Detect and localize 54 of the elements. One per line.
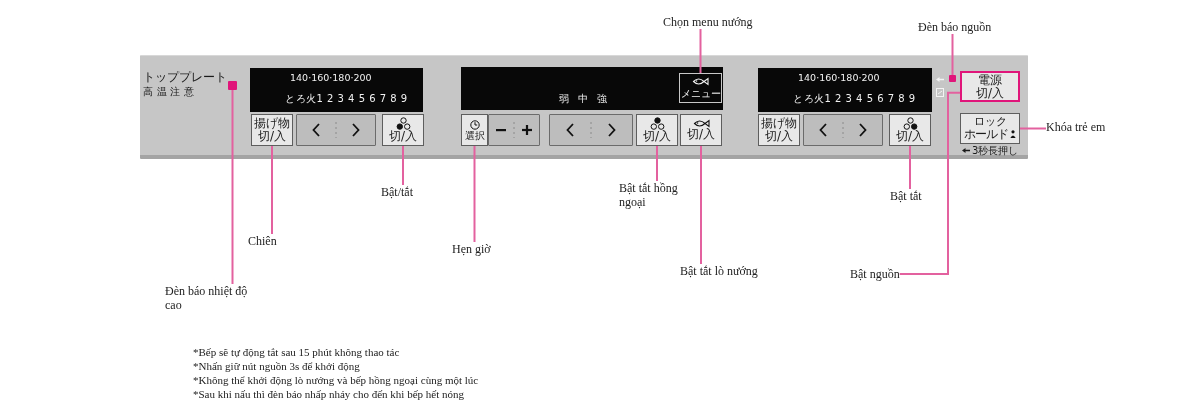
- leader-line: [700, 145, 702, 265]
- display-screen: [461, 67, 723, 110]
- callout-label: Hẹn giờ: [452, 242, 491, 256]
- display-text: とろ火1 2 3 4 5 6 7 8 9: [793, 93, 916, 104]
- callout-label: Đèn báo nguồn: [918, 20, 992, 34]
- note-text: *Nhấn giữ nút nguồn 3s để khởi động: [193, 359, 360, 373]
- arrow-key-button: [803, 114, 883, 146]
- button: 切/入: [680, 114, 722, 146]
- leader-line: [699, 28, 702, 74]
- caption-text: 3秒長押し: [972, 144, 1019, 156]
- button: 揚げ物 切/入: [758, 114, 800, 146]
- leader-line: [951, 33, 954, 76]
- callout-label: Chọn menu nướng: [663, 15, 753, 29]
- leader-line: [473, 145, 476, 243]
- button: ロック ホールド: [960, 113, 1020, 144]
- callout-label: Khóa trẻ em: [1046, 120, 1106, 134]
- button: 切/入: [382, 114, 424, 146]
- callout-label: Đèn báo nhiệt độ cao: [165, 284, 259, 312]
- callout-label: Chiên: [248, 234, 277, 248]
- leader-line: [909, 145, 911, 190]
- power-button: 電源 切/入: [960, 71, 1020, 102]
- control-panel: [140, 55, 1028, 159]
- callout-label: Bật nguồn: [850, 267, 900, 281]
- caption-text: トッププレート: [143, 71, 227, 84]
- display-screen: [758, 68, 932, 112]
- display-text: とろ火1 2 3 4 5 6 7 8 9: [285, 93, 408, 104]
- button: 選択: [461, 114, 488, 146]
- callout-label: Bật tắt: [890, 189, 922, 203]
- leader-line: [898, 91, 961, 275]
- indicator-light: [949, 75, 956, 82]
- indicator-light: [228, 81, 237, 90]
- display-text: 弱 中 強: [559, 93, 608, 104]
- display-screen: [250, 68, 423, 112]
- leader-line: [402, 145, 404, 186]
- display-text: 140·160·180·200: [290, 73, 372, 84]
- note-text: *Sau khi nấu thì đèn báo nhấp nháy cho đến khi bếp hết nóng: [193, 387, 464, 401]
- caption-text: 高温注意: [143, 86, 197, 97]
- arrow-key-button: [549, 114, 633, 146]
- callout-label: Bật/tắt: [381, 185, 413, 199]
- leader-line: [231, 89, 234, 285]
- callout-label: Bật tắt lò nướng: [680, 264, 758, 278]
- leader-line: [1019, 127, 1047, 130]
- note-text: *Bếp sẽ tự động tắt sau 15 phút không thao tác: [193, 345, 400, 359]
- callout-label: Bật tắt hồng ngoại: [619, 181, 685, 209]
- button: 揚げ物 切/入: [251, 114, 293, 146]
- note-text: *Không thể khởi động lò nướng và bếp hồng ngoại cùng một lúc: [193, 373, 479, 387]
- button: 切/入: [636, 114, 678, 146]
- display-text: 140·160·180·200: [798, 73, 880, 84]
- leader-line: [656, 145, 658, 182]
- leader-line: [271, 145, 273, 235]
- arrow-key-button: [296, 114, 376, 146]
- menu-button: メニュー: [679, 73, 722, 103]
- button: 切/入: [889, 114, 931, 146]
- plus-minus-button: [488, 114, 540, 146]
